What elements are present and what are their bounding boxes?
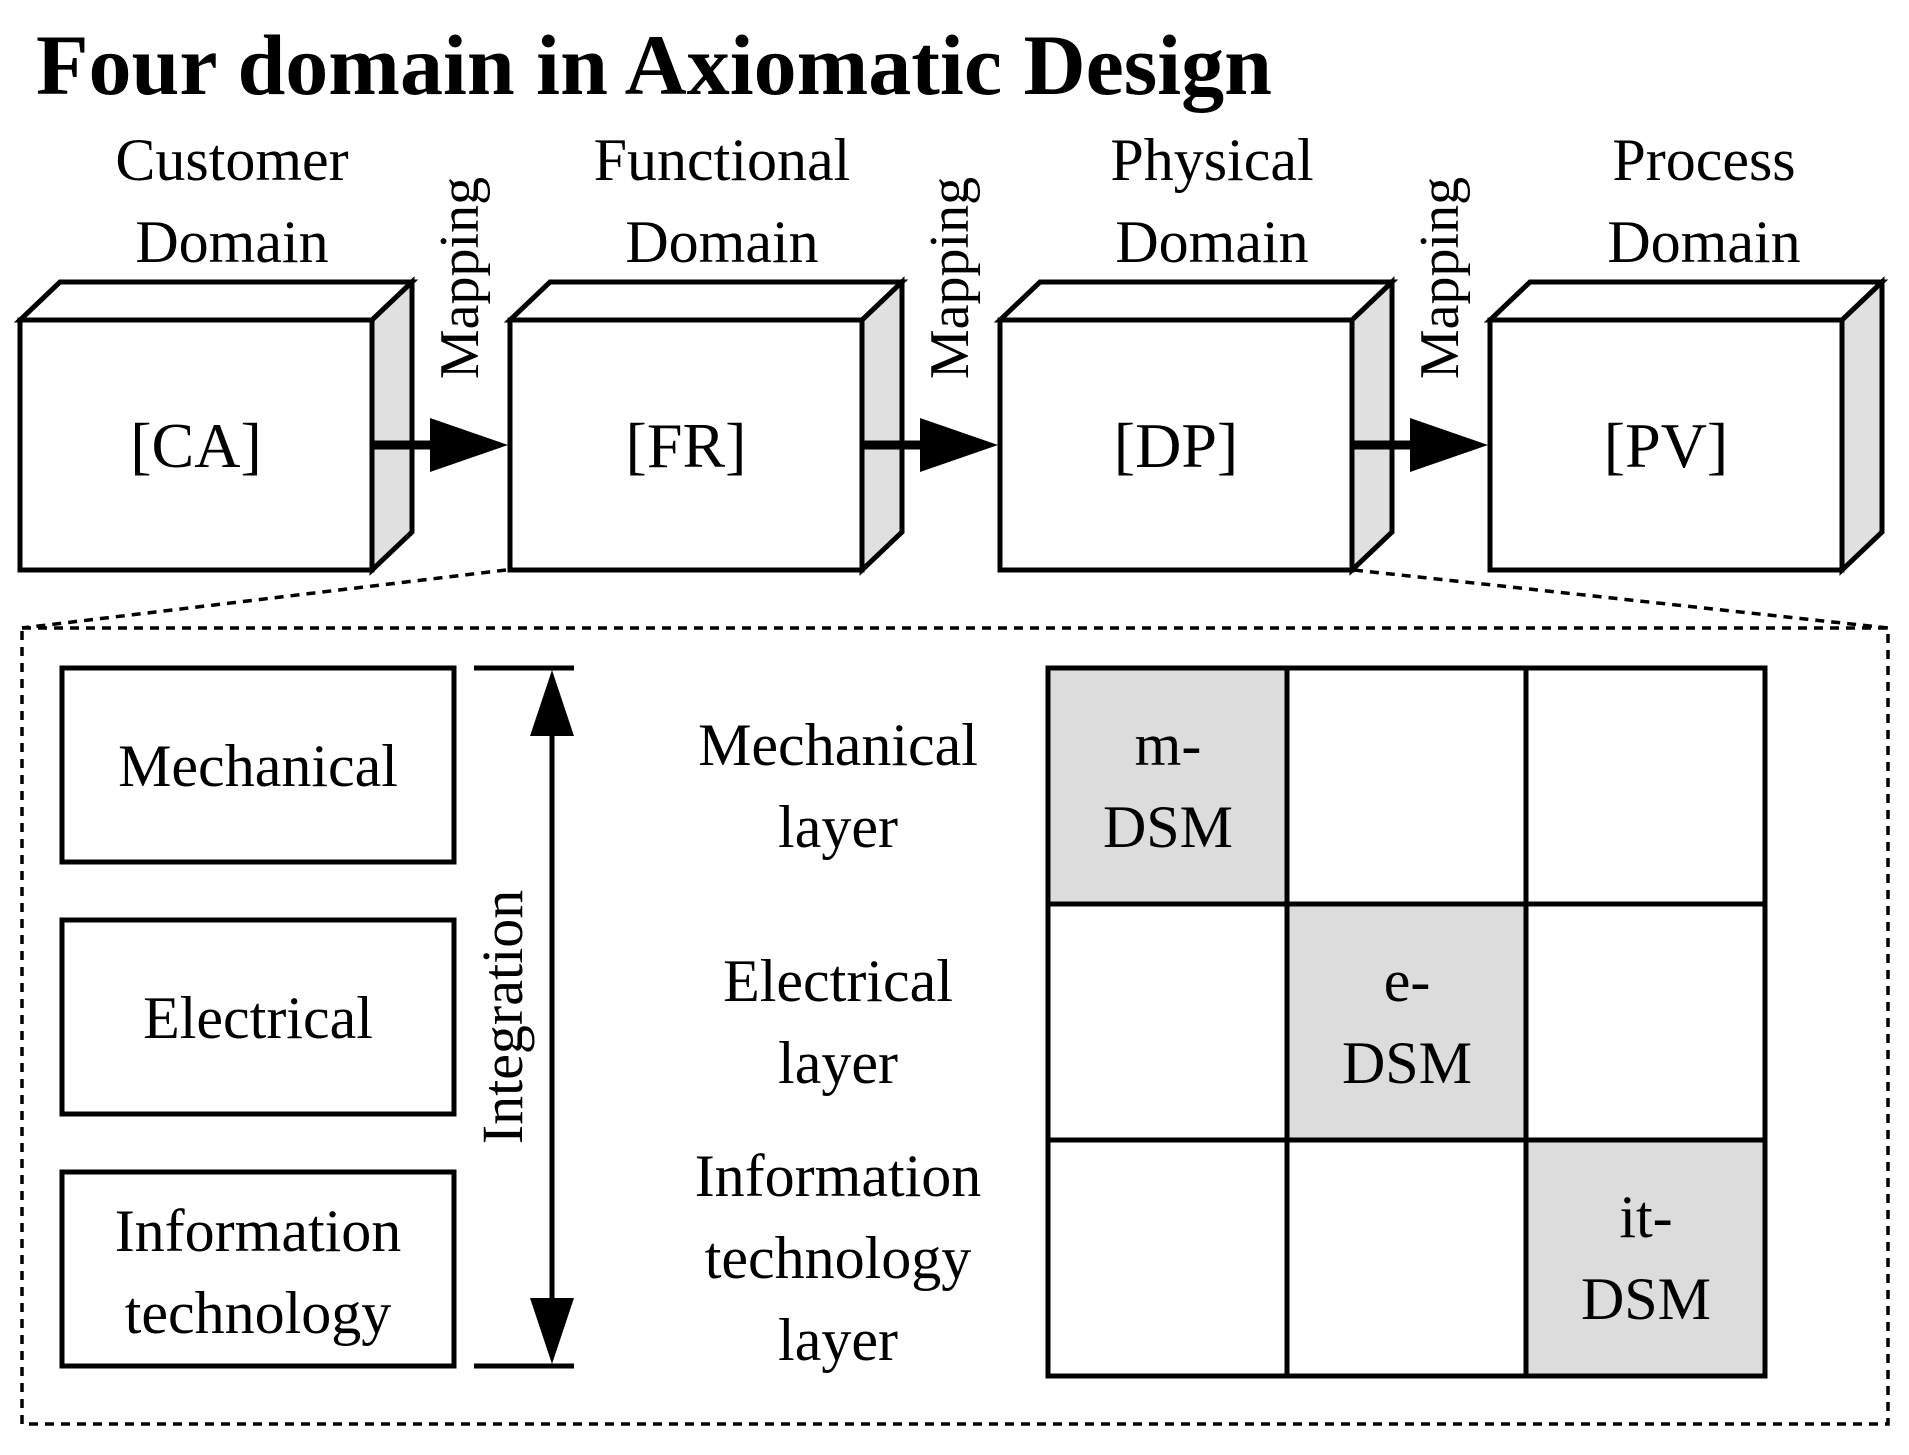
mapping-label-2: Mapping — [919, 177, 981, 379]
functional-domain-label-line1: Functional — [594, 127, 851, 193]
mechanical-layer-label-line1: Mechanical — [698, 712, 978, 778]
electrical-layer-label-line1: Electrical — [723, 948, 953, 1014]
dsm-matrix — [1045, 665, 1768, 1379]
mapping-arrow-3 — [1352, 418, 1488, 472]
mapping-label-1: Mapping — [429, 177, 491, 379]
domain-box-ca — [13, 276, 419, 576]
dp-label: [DP] — [1114, 410, 1238, 481]
customer-domain-label-line1: Customer — [115, 127, 348, 193]
zoom-line-left — [21, 568, 507, 630]
zoom-line-right — [1353, 568, 1889, 630]
electrical-box — [59, 917, 457, 1117]
mapping-label-3: Mapping — [1409, 177, 1471, 379]
process-domain-label-line2: Domain — [1607, 209, 1800, 275]
integration-label: Integration — [470, 890, 535, 1144]
detail-panel-border — [20, 626, 1890, 1426]
domain-box-dp — [993, 276, 1399, 576]
mapping-arrow-2 — [862, 418, 998, 472]
it-layer-label-line2: technology — [705, 1225, 972, 1291]
it-dsm-label-line2: DSM — [1581, 1266, 1711, 1332]
it-box-label-line2: technology — [125, 1280, 392, 1346]
it-layer-label-line3: layer — [778, 1307, 898, 1373]
e-dsm-label-line1: e- — [1384, 948, 1431, 1014]
it-layer-label-line1: Information — [695, 1143, 982, 1209]
fr-label: [FR] — [626, 410, 747, 481]
integration-arrow — [474, 665, 574, 1369]
pv-label: [PV] — [1604, 410, 1728, 481]
electrical-box-label: Electrical — [143, 985, 373, 1051]
electrical-layer-label-line2: layer — [778, 1030, 898, 1096]
customer-domain-label-line2: Domain — [135, 209, 328, 275]
domain-box-pv — [1483, 276, 1889, 576]
it-dsm-label-line1: it- — [1619, 1184, 1672, 1250]
it-box-label-line1: Information — [115, 1198, 402, 1264]
m-dsm-label-line2: DSM — [1103, 794, 1233, 860]
e-dsm-label-line2: DSM — [1342, 1030, 1472, 1096]
functional-domain-label-line2: Domain — [625, 209, 818, 275]
ca-label: [CA] — [130, 410, 262, 481]
e-dsm-cell — [1287, 904, 1526, 1140]
mechanical-box-label: Mechanical — [118, 733, 398, 799]
it-dsm-cell — [1526, 1140, 1765, 1376]
physical-domain-label-line2: Domain — [1115, 209, 1308, 275]
m-dsm-label-line1: m- — [1135, 712, 1202, 778]
mechanical-box — [59, 665, 457, 865]
diagram-title: Four domain in Axiomatic Design — [36, 17, 1272, 113]
physical-domain-label-line1: Physical — [1110, 127, 1313, 193]
mapping-arrow-1 — [372, 418, 508, 472]
mechanical-layer-label-line2: layer — [778, 794, 898, 860]
m-dsm-cell — [1048, 668, 1287, 904]
information-technology-box — [59, 1169, 457, 1369]
domain-box-fr — [503, 276, 909, 576]
process-domain-label-line1: Process — [1612, 127, 1795, 193]
